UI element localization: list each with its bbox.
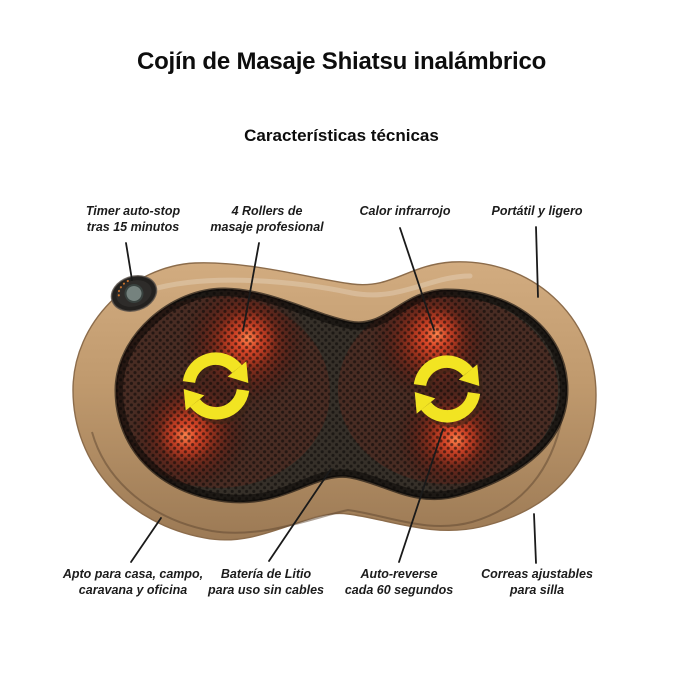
feature-label-portable: Portátil y ligero: [491, 204, 583, 218]
page-title: Cojín de Masaje Shiatsu inalámbrico: [136, 48, 547, 75]
feature-label-rollers: 4 Rollers de masaje profesional: [210, 204, 324, 234]
power-button: [110, 275, 158, 312]
callout-lines: [125, 226, 539, 564]
feature-label-infrared: Calor infrarrojo: [359, 204, 451, 218]
feature-label-battery: Batería de Litio para uso sin cables: [207, 567, 325, 597]
callout-line-timer: [125, 242, 133, 281]
section-subtitle: Características técnicas: [244, 126, 439, 145]
callout-line-usage: [130, 517, 162, 563]
callout-line-infrared: [399, 227, 435, 331]
callout-line-portable: [535, 226, 539, 298]
callout-line-battery: [268, 468, 332, 562]
callout-line-autoreverse: [398, 428, 444, 563]
callout-line-straps: [533, 513, 537, 564]
power-button-markings: [117, 279, 129, 297]
pillow-bottom-seam: [91, 417, 563, 534]
callout-line-rollers: [242, 242, 260, 332]
feature-label-autoreverse: Auto-reverse cada 60 segundos: [344, 567, 454, 597]
feature-label-straps: Correas ajustables para silla: [481, 567, 593, 597]
feature-label-usage: Apto para casa, campo, caravana y oficin…: [62, 567, 204, 597]
feature-label-timer: Timer auto-stop tras 15 minutos: [85, 204, 181, 234]
power-button-center: [124, 284, 144, 303]
